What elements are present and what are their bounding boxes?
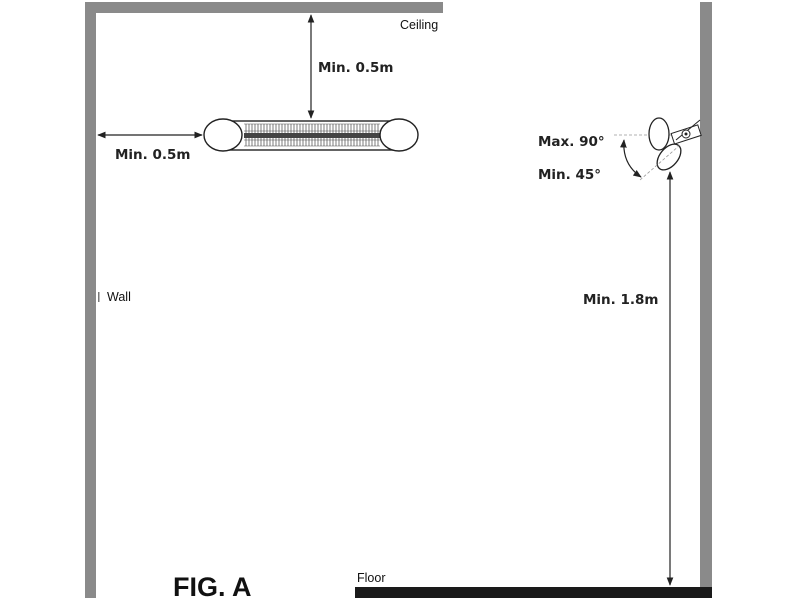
- max-angle-label: Max. 90°: [538, 134, 605, 150]
- ceiling-clearance-label: Min. 0.5m: [318, 60, 393, 76]
- wall-tick: [98, 292, 100, 302]
- floor-label: Floor: [357, 571, 385, 585]
- wall-heater-body-lower: [656, 143, 682, 171]
- heater-end-cap-left: [203, 118, 243, 152]
- floor-line: [355, 587, 712, 598]
- left-wall: [85, 2, 96, 598]
- wall-label: Wall: [107, 290, 131, 304]
- wall-clearance-label: Min. 0.5m: [115, 147, 190, 163]
- min-angle-label: Min. 45°: [538, 167, 601, 183]
- ceiling-line: [85, 2, 443, 13]
- floor-height-label: Min. 1.8m: [583, 292, 658, 308]
- heater-end-cap-right: [379, 118, 419, 152]
- ceiling-heater: [203, 118, 419, 152]
- right-wall: [700, 2, 712, 598]
- angle-arc: [620, 139, 642, 178]
- ceiling-label: Ceiling: [400, 18, 438, 32]
- wall-heater: [614, 117, 702, 181]
- wall-heater-body-upper: [648, 117, 670, 151]
- figure-title: FIG. A: [173, 572, 252, 600]
